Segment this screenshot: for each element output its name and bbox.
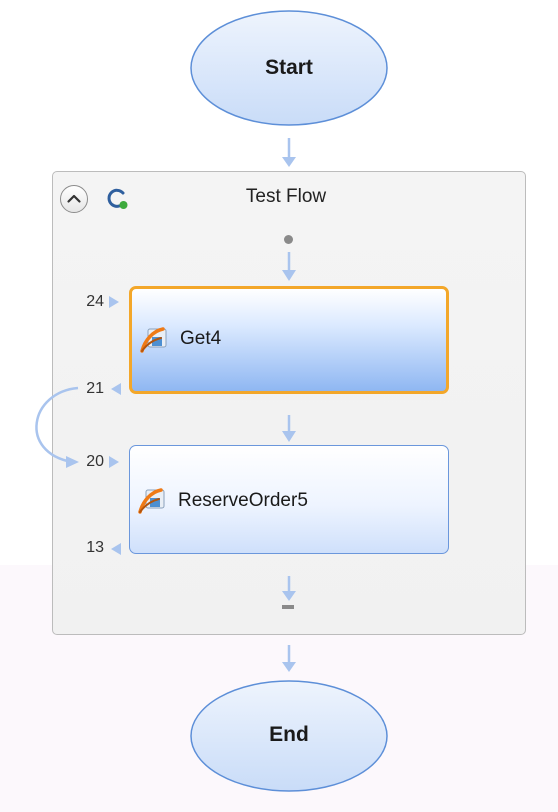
- flow-start-marker: [284, 235, 293, 244]
- chevron-up-icon: [67, 194, 81, 203]
- step-label: ReserveOrder5: [178, 490, 308, 511]
- connector-arrow: [282, 645, 296, 672]
- port-number: 21: [86, 380, 104, 397]
- start-node-shape[interactable]: [190, 10, 388, 126]
- service-call-icon: [138, 488, 165, 514]
- flow-title: Test Flow: [245, 186, 327, 207]
- step-label: Get4: [180, 328, 222, 349]
- start-node-label: Start: [265, 56, 313, 79]
- step-get4[interactable]: [129, 286, 449, 394]
- service-call-icon: [140, 327, 167, 353]
- refresh-status-icon[interactable]: [104, 186, 130, 212]
- end-node-shape[interactable]: [190, 680, 388, 792]
- port-number: 13: [86, 539, 104, 556]
- flow-end-marker: [282, 605, 294, 609]
- port-number: 24: [86, 293, 104, 310]
- test-flow-group[interactable]: [52, 171, 526, 635]
- step-reserveorder5[interactable]: [129, 445, 449, 554]
- collapse-button[interactable]: [60, 185, 88, 213]
- port-number: 20: [86, 453, 104, 470]
- connector-arrow: [282, 138, 296, 167]
- end-node-label: End: [269, 723, 309, 746]
